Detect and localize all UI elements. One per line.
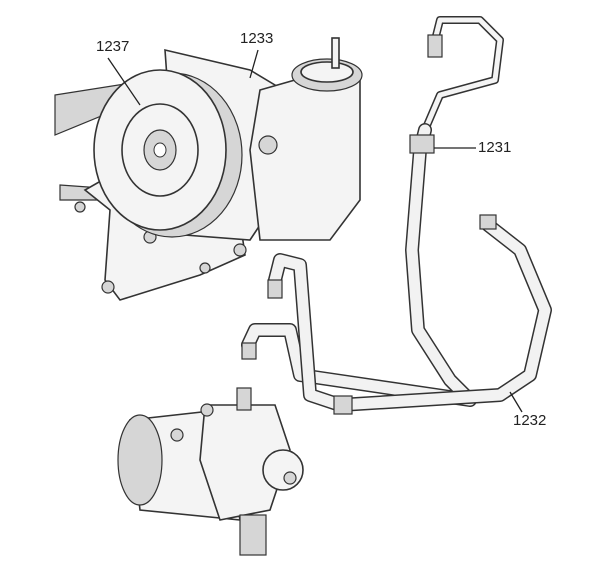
steering-gear-box	[117, 387, 304, 556]
return-hose	[241, 214, 552, 415]
leader-1232	[509, 391, 523, 413]
fluid-reservoir	[249, 37, 363, 241]
leader-1237	[107, 57, 141, 106]
pulley	[93, 69, 243, 238]
callout-1237: 1237	[96, 38, 130, 55]
callout-1231: 1231	[478, 139, 512, 156]
pressure-hose	[241, 16, 504, 407]
callout-1232: 1232	[513, 412, 547, 429]
leader-1233	[249, 49, 259, 79]
callout-1233: 1233	[240, 30, 274, 47]
